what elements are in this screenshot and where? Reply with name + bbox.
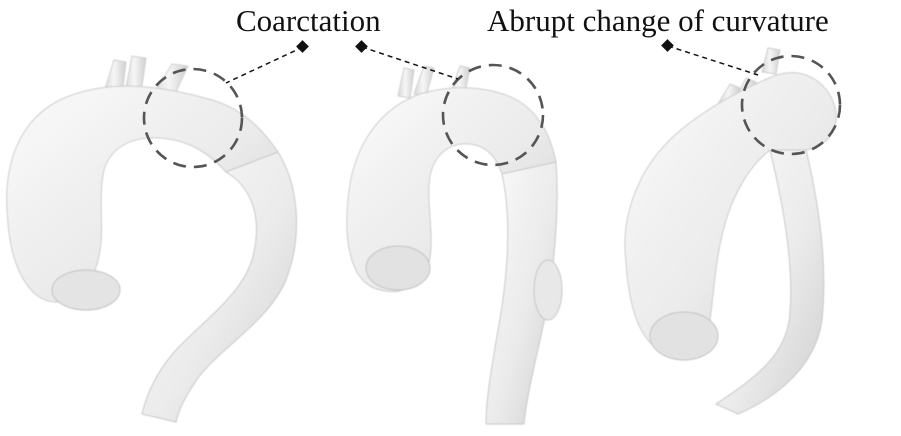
aorta-model-1 [6,55,297,423]
leader-marker-curvature [661,39,674,52]
leader-line-coarctation-left [225,46,304,84]
callout-circle-coarctation-2 [441,63,545,167]
aorta-model-3 [624,47,837,415]
vessel-bulge [533,259,563,321]
descending-aorta [485,161,558,425]
aortic-root [649,311,719,361]
callout-circle-coarctation-1 [142,67,244,169]
branch-vessel [397,67,415,99]
callout-circle-curvature [740,54,842,156]
aortic-root [51,269,121,311]
label-coarctation: Coarctation [236,3,381,38]
descending-aorta [714,149,825,415]
leader-marker-coarctation-left [296,40,309,53]
leader-line-curvature [667,45,759,76]
label-abrupt-curvature: Abrupt change of curvature [487,3,829,38]
branch-vessel [761,47,781,75]
aortic-arch [6,85,279,303]
descending-aorta [141,151,297,423]
leader-marker-coarctation-right [355,40,368,53]
aorta-model-2 [346,65,563,425]
leader-line-coarctation-right [361,46,459,80]
aortic-root [365,245,431,291]
aortic-arch [346,87,557,292]
